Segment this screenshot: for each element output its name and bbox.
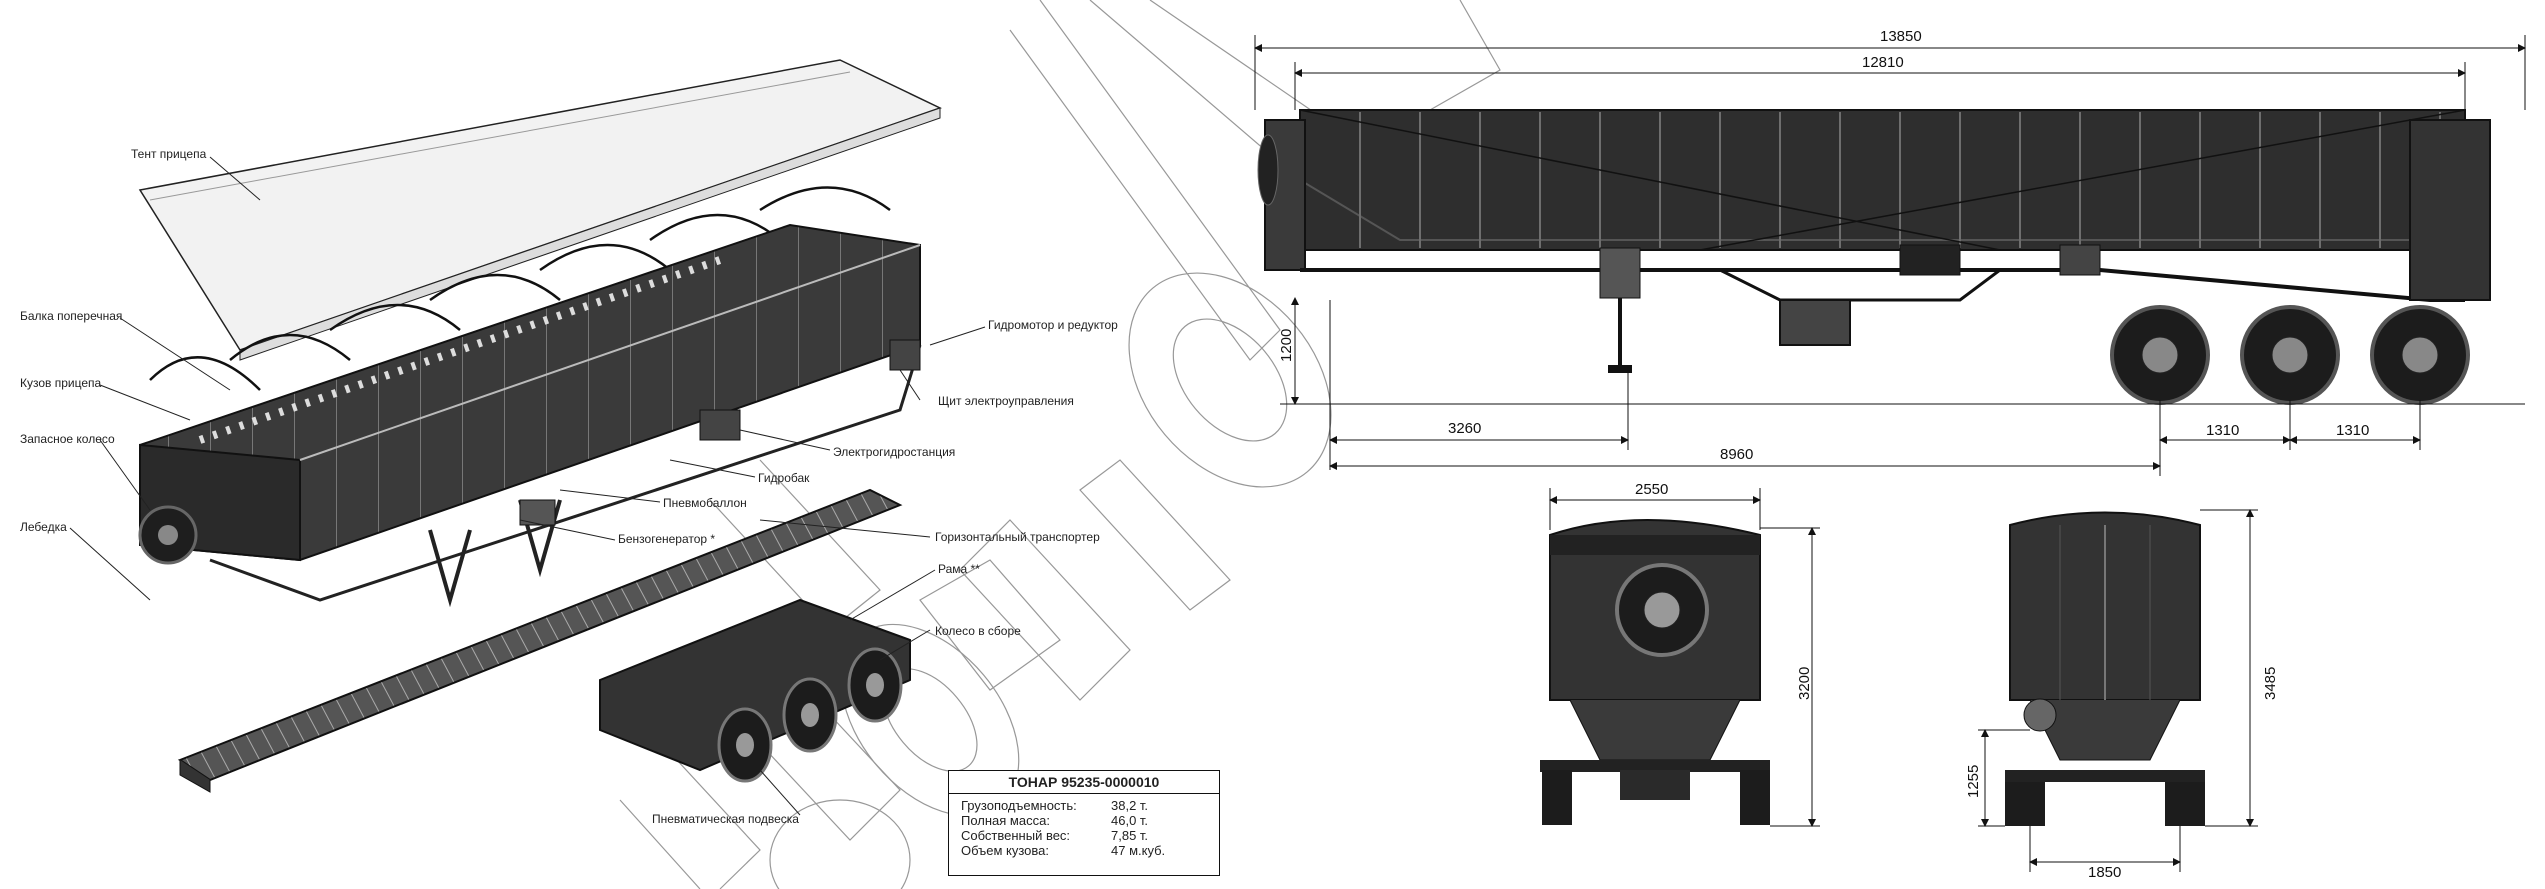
label-tank: Гидробак: [758, 471, 810, 485]
label-tent: Тент прицепа: [131, 147, 207, 161]
dim-body-length: 12810: [1862, 54, 1904, 71]
spec-row: Собственный вес: 7,85 т.: [949, 828, 1219, 843]
dim-kingpin-axle: 8960: [1720, 446, 1754, 463]
side-view: [1257, 109, 2525, 405]
label-suspension: Пневматическая подвеска: [652, 812, 799, 826]
label-wheel: Колесо в сборе: [935, 624, 1021, 638]
label-airtank: Пневмобаллон: [663, 496, 747, 510]
dim-axle-spacing-2: 1310: [2336, 422, 2370, 439]
label-body: Кузов прицепа: [20, 376, 102, 390]
spec-key: Собственный вес:: [961, 828, 1071, 843]
dim-front-height: 3200: [1796, 666, 1813, 700]
rear-view: [2005, 511, 2205, 826]
dim-track-width: 1850: [2088, 864, 2122, 881]
side-dimension-lines: [1254, 35, 2526, 476]
label-winch: Лебедка: [20, 520, 67, 534]
dim-total-length: 13850: [1880, 28, 1922, 45]
spec-value: 38,2 т.: [1111, 798, 1149, 813]
label-panel: Щит электроуправления: [938, 394, 1074, 408]
rear-dimension-lines: [1978, 509, 2258, 872]
spec-key: Грузоподъемность:: [961, 798, 1077, 813]
dim-front-width: 2550: [1635, 481, 1669, 498]
label-hydromotor: Гидромотор и редуктор: [988, 318, 1118, 332]
label-hydrostation: Электрогидростанция: [833, 445, 956, 459]
spec-value: 47 м.куб.: [1111, 843, 1166, 858]
label-frame: Рама **: [938, 562, 980, 576]
front-view: [1540, 519, 1770, 825]
spec-table: ТОНАР 95235-0000010 Грузоподъемность: 38…: [948, 770, 1220, 876]
spec-row: Объем кузова: 47 м.куб.: [949, 843, 1219, 858]
spec-value: 46,0 т.: [1111, 813, 1149, 828]
label-conveyor: Горизонтальный транспортер: [935, 530, 1100, 544]
spec-value: 7,85 т.: [1111, 828, 1149, 843]
dim-rear-height: 3485: [2262, 666, 2279, 700]
dim-rear-bumper-height: 1255: [1965, 764, 1982, 798]
label-generator: Бензогенератор *: [618, 532, 716, 546]
label-spare: Запасное колесо: [20, 432, 115, 446]
spec-row: Грузоподъемность: 38,2 т.: [949, 798, 1219, 813]
spec-title: ТОНАР 95235-0000010: [949, 771, 1219, 794]
spec-row: Полная масса: 46,0 т.: [949, 813, 1219, 828]
spec-key: Полная масса:: [961, 813, 1050, 828]
tent-drawing: [138, 59, 942, 361]
conveyor-drawing: [177, 488, 903, 793]
dim-kingpin-leg: 3260: [1448, 420, 1482, 437]
leader-lines: [69, 156, 986, 816]
dim-height-front: 1200: [1278, 328, 1295, 362]
front-dimension-lines: [1549, 488, 1820, 827]
dim-axle-spacing-1: 1310: [2206, 422, 2240, 439]
body-drawing: [138, 223, 922, 608]
bows-drawing: [149, 186, 891, 391]
label-beam: Балка поперечная: [20, 309, 123, 323]
spec-key: Объем кузова:: [961, 843, 1050, 858]
chassis-drawing: [599, 598, 911, 783]
